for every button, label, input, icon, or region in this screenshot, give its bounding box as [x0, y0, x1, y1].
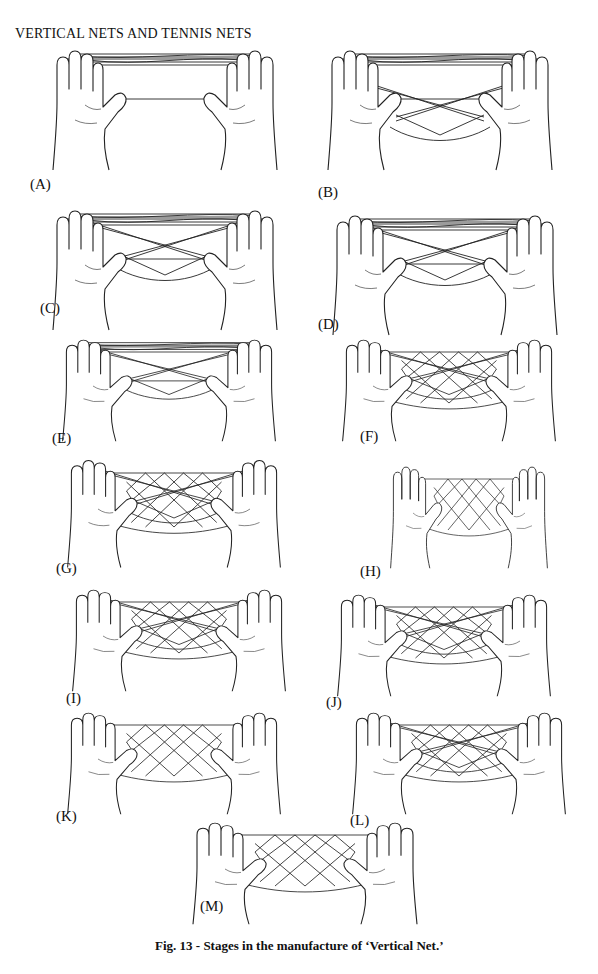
stage-label: (K) — [56, 808, 77, 825]
right-hand — [211, 460, 280, 567]
left-hand — [343, 340, 412, 441]
stage-label: (J) — [326, 694, 342, 711]
left-hand — [68, 460, 137, 567]
stage-k-figure — [68, 713, 281, 814]
left-hand — [338, 595, 407, 696]
right-hand — [216, 590, 285, 691]
stage-h-figure — [391, 467, 548, 568]
right-hand — [479, 51, 552, 170]
stage-b-figure — [328, 51, 552, 170]
left-hand — [333, 216, 406, 335]
stage-a-figure — [53, 51, 277, 170]
stage-m-figure — [193, 823, 417, 924]
left-hand — [73, 590, 142, 691]
stage-e-figure — [63, 340, 276, 441]
stage-label: (E) — [52, 430, 71, 447]
stage-label: (G) — [56, 560, 77, 577]
right-hand — [481, 595, 550, 696]
right-hand — [344, 823, 417, 924]
right-hand — [486, 340, 555, 441]
stage-label: (I) — [66, 690, 81, 707]
left-hand — [193, 823, 266, 924]
right-hand — [204, 211, 277, 330]
stage-label: (F) — [360, 428, 378, 445]
stage-label: (A) — [30, 176, 51, 193]
left-hand — [63, 340, 132, 441]
stage-label: (M) — [200, 898, 223, 915]
right-hand — [204, 51, 277, 170]
left-hand — [353, 713, 422, 814]
stage-label: (D) — [318, 316, 339, 333]
stage-g-figure — [68, 460, 281, 567]
left-hand — [68, 713, 137, 814]
right-hand — [496, 467, 547, 568]
stage-label: (H) — [360, 563, 381, 580]
right-hand — [496, 713, 565, 814]
stage-label: (C) — [40, 300, 60, 317]
stage-label: (L) — [350, 812, 369, 829]
left-hand — [391, 467, 442, 568]
page-heading: VERTICAL NETS AND TENNIS NETS — [15, 26, 252, 42]
stage-i-figure — [73, 590, 286, 691]
stage-c-figure — [53, 211, 277, 330]
stage-label: (B) — [318, 184, 338, 201]
stage-j-figure — [338, 595, 551, 696]
right-hand — [211, 713, 280, 814]
stage-f-figure — [343, 340, 556, 441]
stage-d-figure — [333, 216, 557, 335]
right-hand — [484, 216, 557, 335]
left-hand — [328, 51, 401, 170]
figure-caption: Fig. 13 - Stages in the manufacture of ‘… — [155, 938, 443, 954]
left-hand — [53, 211, 126, 330]
left-hand — [53, 51, 126, 170]
right-hand — [206, 340, 275, 441]
stage-l-figure — [353, 713, 566, 814]
